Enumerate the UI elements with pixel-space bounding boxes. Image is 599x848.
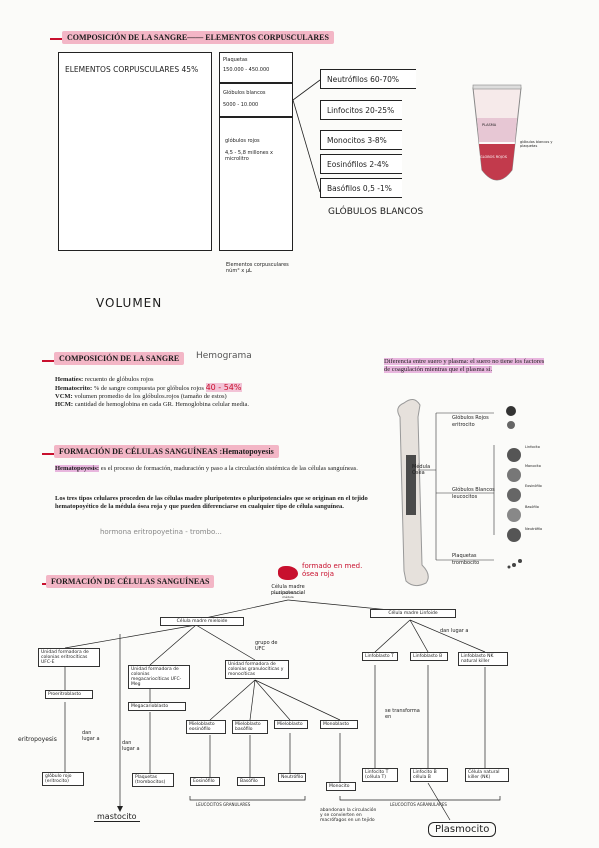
header-accent [50,38,62,40]
platelets-name: Plaquetas [223,57,248,63]
node-linfocito-b: Linfocito B célula B [410,768,448,782]
rbc-box: glóbulos rojos 4,5 - 5,8 millones x micr… [219,117,293,251]
eritropoyesis-note: eritropoyesis [18,736,57,743]
node-globulo-rojo: glóbulo rojo (eritrocito) [42,772,84,786]
white-cells-title: GLÓBULOS BLANCOS [328,207,424,217]
section-header-composicion: COMPOSICIÓN DE LA SANGRE [54,352,185,365]
node-nk: Célula natural killer (NK) [465,768,509,782]
blood-tube-image [472,84,522,181]
tube-rbc-label: GLOBOS ROJOS [480,155,507,159]
node-myeloid-stem: Célula madre mieloide [160,617,244,626]
rbc-name: glóbulos rojos [225,138,260,144]
node-lymphoid-stem: Célula madre Linfoide [370,609,456,618]
node-mieloblasto: Mieloblasto [274,720,308,729]
section-header-formacion: FORMACIÓN DE CÉLULAS SANGUÍNEAS [46,575,215,588]
node-ufc-gm: Unidad formadora de colonias granulocíti… [225,660,289,679]
hemograma-list: Hematíes: recuento de glóbulos rojos Hem… [55,376,385,409]
mid-footer: Elementos corpusculares núm° x µL [226,262,289,274]
bone-label-rbc: Glóbulos Rojos [452,415,489,421]
bone-marrow-diagram [397,399,522,587]
wbc-value: 5000 - 10.000 [223,102,259,108]
header-accent-2 [42,360,54,362]
node-linfo-t: Linfoblasto T [362,652,398,661]
hematopoyesis-definition: Hematopoyesis: es el proceso de formació… [55,465,358,472]
wbc-type-label: Neutrófilo [525,527,543,531]
node-plaquetas: Plaquetas (trombocitos) [132,773,174,787]
node-proeritroblasto: Proeritroblasto [45,690,93,699]
wbc-type-label: Linfocito [525,445,540,449]
white-cell-item: Eosinófilos 2-4% [320,154,402,174]
platelets-box: Plaquetas 150.000 - 450.000 [219,52,293,83]
hormona-note: hormona eritropoyetina - trombo... [100,528,222,536]
macrofago-note: abandonan la circulación y se convierten… [320,808,377,823]
hematies-line: Hematíes: recuento de glóbulos rojos [55,376,154,383]
wbc-type-label: Eosinófilo [525,484,542,488]
volume-box: ELEMENTOS CORPUSCULARES 45% [58,52,212,251]
node-neutrofilo: Neutrófilo [278,773,306,782]
white-cell-item: Monocitos 3-8% [320,130,402,150]
tube-plasma-label: PLASMA [482,123,497,127]
header-accent-3 [42,453,54,455]
blob-note: formado en med. ósea roja [302,562,363,578]
node-ufc-e: Unidad formadora de colonias eritrocític… [38,648,100,667]
node-megacarioblasto: Megacarioblasto [128,702,186,711]
node-linfo-b: Linfoblasto B [410,652,448,661]
node-mielo-bas: Mieloblasto basófilo [232,720,268,734]
medula-label: Médula Ósea [412,464,431,476]
hemograma-note: Hemograma [196,351,252,361]
root-label: Célula madre pluripotencial [270,584,306,596]
red-blob-icon [278,566,298,580]
granulares-label: LEUCOCITOS GRANULARES [196,802,251,807]
node-mielo-eos: Mieloblasto eosinófilo [186,720,226,734]
dan-lugar-right: dan lugar a [440,628,469,634]
bone-label-wbc: Glóbulos Blancos [452,487,495,493]
bone-note-platelets: trombocito [452,560,480,566]
platelets-value: 150.000 - 450.000 [223,67,270,73]
bone-label-platelets: Plaquetas [452,553,477,559]
node-linfo-nk: Linfoblasto NK natural killer [458,652,508,666]
node-monocito: Monocito [326,782,356,791]
node-ufc-meg: Unidad formadora de colonias megacariocí… [128,665,190,689]
white-cell-item: Neutrófilos 60-70% [320,69,416,89]
plasmocito-label: Plasmocito [428,822,497,837]
rbc-value: 4,5 - 5,8 millones x microlitro [225,150,273,162]
bone-note-wbc: leucocitos [452,494,478,500]
wbc-type-label: Basófilo [525,505,539,509]
bone-note-rbc: eritrocito [452,422,475,428]
node-linfocito-t: Linfocito T (célula T) [362,768,398,782]
section-header-corpusculares: COMPOSICIÓN DE LA SANGRE—— ELEMENTOS COR… [62,31,334,44]
hematocrito-line: Hematocrito: % de sangre compuesta por g… [55,383,242,392]
node-eosinofilo: Eosinófilo [190,777,220,786]
volume-box-label: ELEMENTOS CORPUSCULARES 45% [65,65,199,74]
wbc-box: Glóbulos blancos 5000 - 10.000 [219,83,293,117]
dan-lugar-mid: dan lugar a [122,740,140,752]
vcm-line: VCM: volumen promedio de los glóbulos.ro… [55,393,227,400]
dan-lugar-left: dan lugar a [82,730,100,742]
wbc-name: Glóbulos blancos [223,90,266,96]
mastocito-label: mastocito [94,812,140,822]
volume-label: VOLUMEN [96,296,163,310]
transforma-note: se transforma en [385,708,420,720]
node-monoblasto: Monoblasto [320,720,358,729]
hcm-line: HCM: cantidad de hemoglobina en cada GR.… [55,401,250,408]
white-cell-item: Linfocitos 20-25% [320,100,402,120]
section-header-hematopoyesis: FORMACIÓN DE CÉLULAS SANGUÍNEAS :Hematop… [54,445,279,458]
tube-wbc-label: glóbulos blancos y plaquetas [520,140,553,148]
node-basofilo: Basófilo [237,777,265,786]
hematopoyesis-paragraph: Los tres tipos celulares proceden de las… [55,495,368,510]
white-cell-item: Basófilos 0,5 -1% [320,178,402,198]
agranulares-label: LEUCOCITOS AGRANULARES [390,802,447,807]
wbc-type-label: Monocito [525,464,541,468]
serum-plasma-diff: Diferencia entre suero y plasma: el suer… [384,358,545,373]
root-sub: se encuentra en la médula [274,591,302,599]
ufc-note: grupo de UFC [255,640,278,652]
